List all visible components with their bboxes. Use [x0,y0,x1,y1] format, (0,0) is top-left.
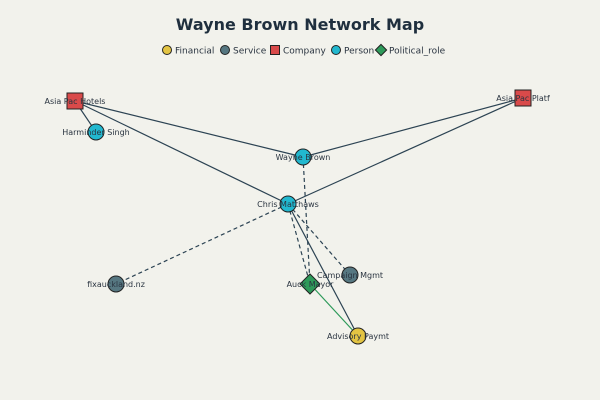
edge-asia_hotels-chris [74,100,289,205]
node-label-asia_platf: Asia Pac Platf [496,94,550,103]
node-mayor[interactable]: Auck Mayor [287,273,335,295]
node-wayne[interactable]: Wayne Brown [276,148,331,166]
edge-chris-campaign [287,203,351,276]
node-marker-chris [279,195,297,213]
node-advisory[interactable]: Advisory Paymt [327,327,389,345]
node-harminder[interactable]: Harminder Singh [62,123,130,141]
node-marker-asia_hotels [66,92,84,110]
node-label-advisory: Advisory Paymt [327,332,389,341]
node-campaign[interactable]: Campaign Mgmt [317,266,383,284]
edge-mayor-advisory [309,283,359,337]
edge-asia_hotels-wayne [74,100,304,158]
legend-marker-company [270,45,280,55]
node-label-wayne: Wayne Brown [276,153,331,162]
node-label-harminder: Harminder Singh [62,128,130,137]
node-marker-wayne [294,148,312,166]
node-fix[interactable]: fixauckland.nz [87,275,145,293]
node-label-fix: fixauckland.nz [87,280,145,289]
node-label-chris: Chris Matthaws [257,200,319,209]
legend: Financial Service Company Person Political_r… [162,43,446,57]
chart-title: Wayne Brown Network Map [176,15,424,34]
node-asia_hotels[interactable]: Asia Pac Hotels [45,92,106,110]
edge-asia_platf-wayne [302,97,524,158]
legend-marker-person [331,45,341,55]
node-chris[interactable]: Chris Matthaws [257,195,319,213]
node-marker-asia_platf [514,89,532,107]
node-label-asia_hotels: Asia Pac Hotels [45,97,106,106]
node-marker-mayor [299,273,321,295]
legend-marker-service [220,45,230,55]
legend-marker-financial [162,45,172,55]
node-label-campaign: Campaign Mgmt [317,271,383,280]
node-label-mayor: Auck Mayor [287,280,335,289]
node-marker-fix [107,275,125,293]
node-marker-advisory [349,327,367,345]
edge-asia_platf-chris [287,97,524,205]
edge-chris-fix [115,203,289,285]
legend-marker-political [374,43,388,57]
edge-wayne-mayor [302,156,311,285]
edge-chris-advisory [287,203,359,337]
legend-label-service: Service [233,47,267,57]
legend-label-political: Political_role [389,47,446,57]
node-marker-harminder [87,123,105,141]
legend-label-person: Person [344,47,374,57]
edges-layer [74,97,524,337]
legend-label-financial: Financial [175,47,214,57]
node-marker-campaign [341,266,359,284]
legend-label-company: Company [283,47,326,57]
node-asia_platf[interactable]: Asia Pac Platf [496,89,550,107]
